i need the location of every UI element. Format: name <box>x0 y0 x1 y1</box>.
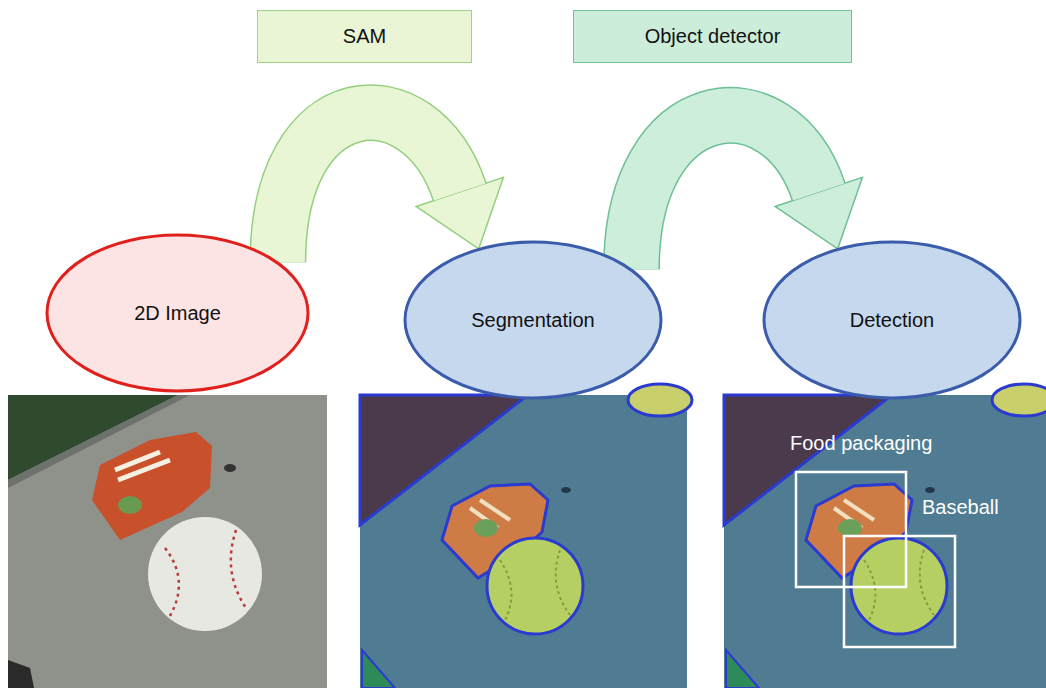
node-label: SAM <box>343 25 386 48</box>
detected-photo <box>724 384 1046 688</box>
text-stack: Detection <box>850 309 935 332</box>
node-label: Detection <box>850 309 935 332</box>
segmented-photo <box>360 384 692 688</box>
detection-label: Food packaging <box>790 432 932 455</box>
text-stack: Object detector <box>645 25 781 48</box>
node-label: Segmentation <box>471 309 594 332</box>
text-stack: SAM <box>343 25 386 48</box>
arrow-body <box>278 113 460 263</box>
stage-ellipse: Segmentation <box>403 240 663 400</box>
arrow-body <box>631 115 818 269</box>
detection-label: Baseball <box>922 496 999 519</box>
model-box: Object detector <box>573 10 852 63</box>
node-label: 2D Image <box>134 302 221 325</box>
input-ellipse: 2D Image <box>45 233 310 393</box>
text-stack: 2D Image <box>134 302 221 325</box>
arrow-outline <box>278 113 460 263</box>
arrow-outline <box>631 115 818 269</box>
text-stack: Segmentation <box>471 309 594 332</box>
node-label: Object detector <box>645 25 781 48</box>
original-photo <box>8 395 327 688</box>
curved-block-arrow <box>631 115 862 269</box>
stage-ellipse: Detection <box>762 240 1022 400</box>
curved-block-arrow <box>278 113 504 263</box>
model-box: SAM <box>257 10 472 63</box>
